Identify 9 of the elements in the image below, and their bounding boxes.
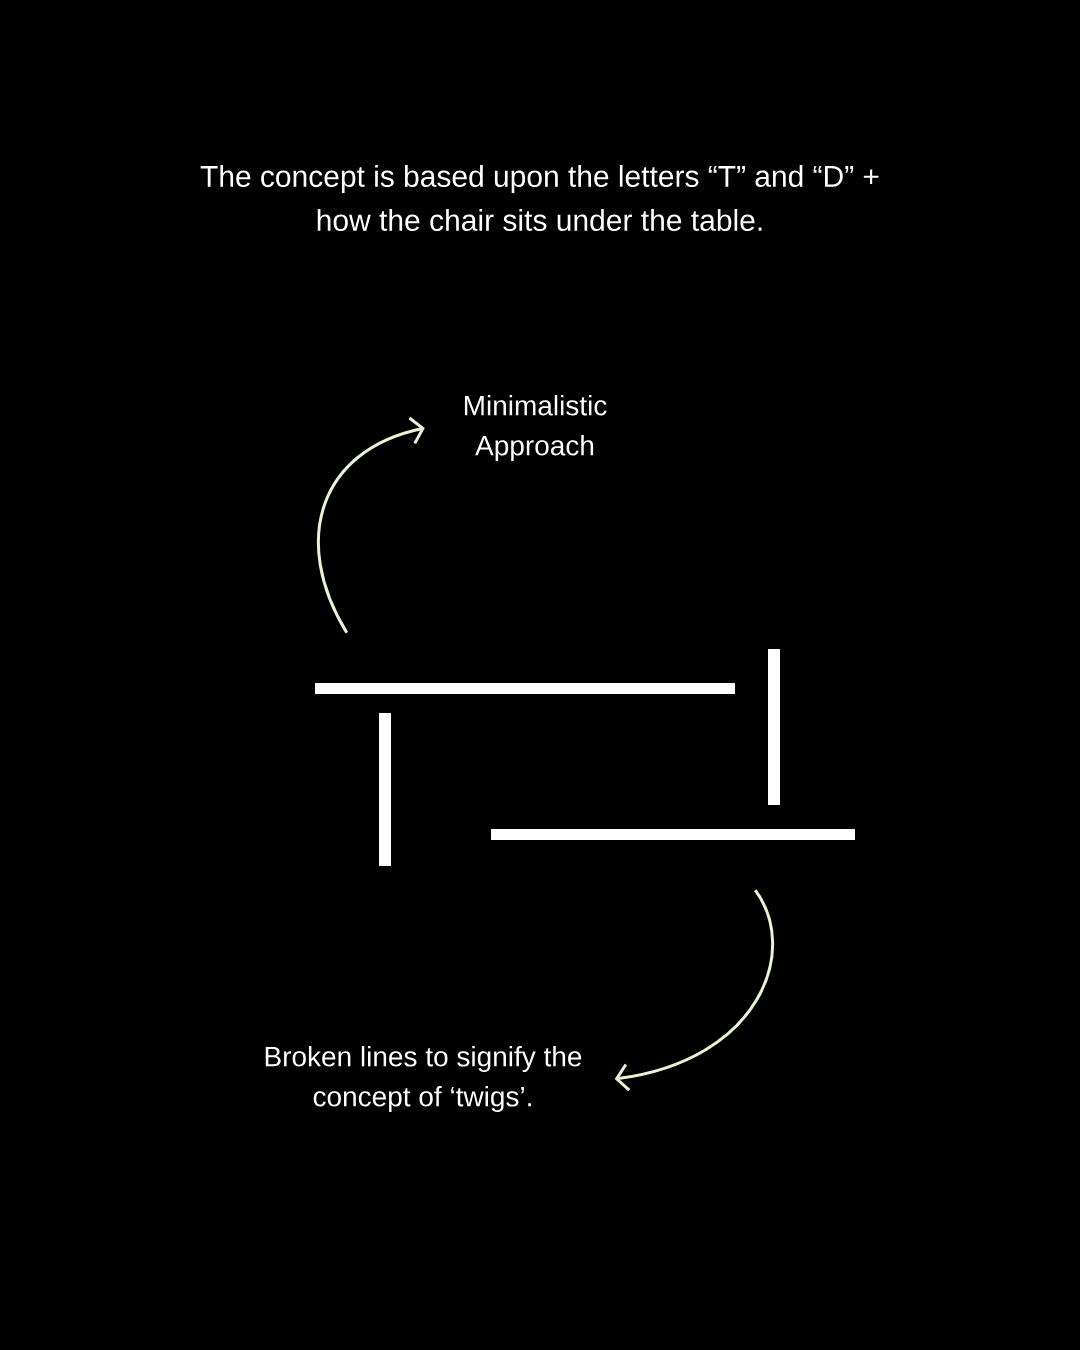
bar bbox=[379, 713, 391, 866]
text-label: Broken lines to signify the concept of ‘twigs’. bbox=[265, 1046, 582, 1113]
arrow bbox=[614, 889, 775, 1092]
bar bbox=[491, 829, 855, 840]
heading: The concept is based upon the letters “T” and “D” + how the chair sits under the table. bbox=[200, 165, 879, 232]
arrow bbox=[316, 416, 425, 634]
bar bbox=[315, 683, 735, 694]
bar bbox=[768, 649, 780, 805]
text-label: Minimalistic Approach bbox=[464, 394, 607, 462]
